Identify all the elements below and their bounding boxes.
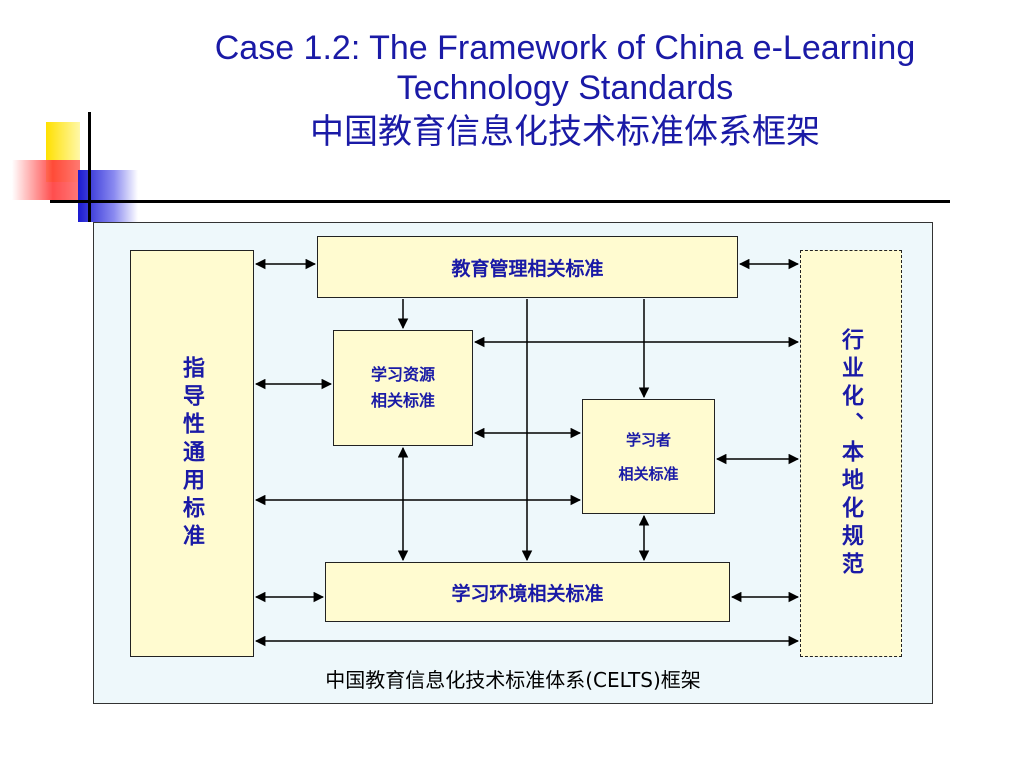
title-line-1: Case 1.2: The Framework of China e-Learn…: [214, 29, 916, 67]
general-standards-label: 指导性通用标准: [179, 355, 205, 552]
learning-environment-box: 学习环境相关标准: [325, 562, 730, 622]
decor-horizontal-rule: [50, 200, 950, 203]
education-management-box: 教育管理相关标准: [317, 236, 738, 298]
title-line-2: Technology Standards: [396, 69, 734, 107]
diagram-caption: 中国教育信息化技术标准体系(CELTS)框架: [325, 668, 701, 692]
learning-resources-label-1: 学习资源: [370, 365, 435, 384]
general-standards-box: 指导性通用标准: [130, 250, 254, 657]
learner-label-2: 相关标准: [618, 464, 679, 483]
industry-localization-label: 行业化、本地化规范: [838, 327, 864, 580]
learner-label-1: 学习者: [625, 430, 671, 449]
decor-red-bar: [12, 160, 80, 200]
learner-box: 学习者 相关标准: [582, 399, 715, 514]
decor-vertical-line: [88, 112, 91, 222]
learning-environment-label: 学习环境相关标准: [451, 582, 604, 605]
decor-blue-square: [78, 170, 138, 222]
education-management-label: 教育管理相关标准: [451, 257, 604, 280]
learning-resources-label-2: 相关标准: [370, 391, 435, 410]
industry-localization-box: 行业化、本地化规范: [800, 250, 902, 657]
title-line-3: 中国教育信息化技术标准体系框架: [310, 112, 820, 152]
slide-title: Case 1.2: The Framework of China e-Learn…: [150, 28, 980, 154]
learning-resources-box: 学习资源 相关标准: [333, 330, 473, 446]
